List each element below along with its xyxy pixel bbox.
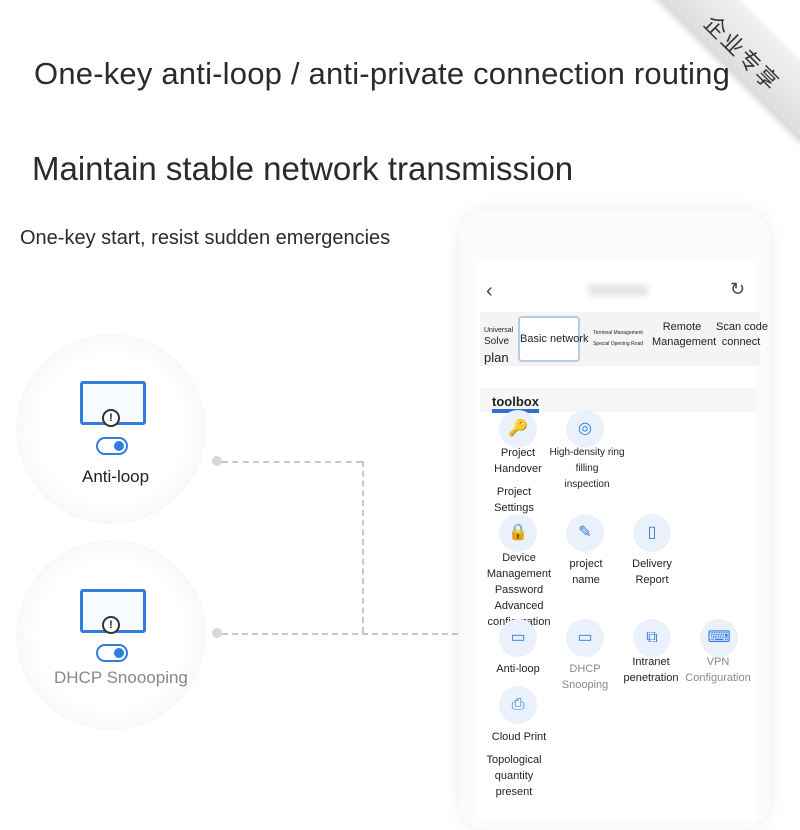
dhcp-monitor-icon[interactable]: ▭	[566, 619, 604, 657]
tool-label-line: Intranet	[632, 656, 670, 668]
headline-secondary: Maintain stable network transmission	[32, 150, 574, 187]
topology-label[interactable]: Topological quantity present	[468, 752, 560, 800]
tab-terminal-management[interactable]: Terminal Management Special Opening Road	[588, 330, 648, 348]
refresh-icon[interactable]: ↻	[730, 279, 746, 299]
project-settings-label: Project Settings	[494, 486, 534, 514]
edit-icon[interactable]: ✎	[566, 514, 604, 552]
connector-node	[212, 456, 222, 466]
tab-label: Solve	[484, 336, 510, 348]
radar-icon[interactable]: ◎	[566, 410, 604, 448]
dhcp-snooping-label: DHCP Snoooping	[54, 668, 188, 687]
vpn-label[interactable]: VPN Configuration	[684, 654, 752, 686]
toolbox-header: toolbox	[480, 388, 756, 413]
tab-remote-management[interactable]: Remote Management	[652, 320, 717, 350]
tab-label: Management	[652, 335, 717, 348]
tool-label-line: VPN	[706, 656, 730, 668]
dhcp-snooping-tool-label[interactable]: DHCP Snooping	[561, 663, 609, 691]
tool-label-line: Handover	[494, 463, 542, 475]
connector-line	[222, 633, 458, 635]
lock-icon[interactable]: 🔒	[499, 514, 537, 552]
document-icon[interactable]: ▯	[633, 514, 671, 552]
tab-label: Remote	[662, 321, 702, 333]
tab-label: Universal	[484, 327, 514, 334]
tool-label-line: Device Management	[486, 552, 552, 580]
connector-line	[362, 461, 364, 633]
alert-icon: !	[102, 409, 120, 427]
anti-loop-toggle[interactable]	[96, 437, 128, 455]
anti-loop-tool-label[interactable]: Anti-loop	[496, 663, 540, 675]
tab-sublabel: Special Opening Road	[592, 340, 644, 347]
anti-loop-label: Anti-loop	[82, 467, 150, 486]
tab-basic-network[interactable]: Basic network	[518, 316, 588, 362]
tool-label-line: Password	[494, 584, 544, 596]
anti-loop-icon[interactable]: ▭	[499, 619, 537, 657]
tool-label-line: inspection	[564, 479, 610, 490]
anti-loop-feature-circle	[16, 334, 206, 524]
tab-universal-solve-plan[interactable]: Universal Solve plan	[484, 326, 514, 366]
vpn-icon[interactable]: ⌨	[700, 619, 738, 657]
tool-label-line: Advanced	[494, 600, 544, 612]
alert-icon: !	[102, 616, 120, 634]
subheadline: One-key start, resist sudden emergencies	[20, 227, 391, 249]
tool-label-line: High-density ring filling	[549, 447, 625, 474]
project-handover-label[interactable]: Project Handover	[488, 445, 548, 477]
printer-icon[interactable]: ⎙	[499, 686, 537, 724]
network-nodes-icon[interactable]: ⧉	[633, 619, 671, 657]
connector-node	[212, 628, 222, 638]
ring-filling-label[interactable]: High-density ring filling inspection	[538, 445, 636, 493]
connector-line	[222, 461, 362, 463]
tool-label-line: Topological quantity	[486, 754, 542, 782]
tool-label-line: Project	[500, 447, 536, 459]
tab-label: connect	[721, 335, 761, 348]
tab-label: Scan code	[716, 321, 768, 333]
tab-label: Terminal Management	[593, 330, 643, 336]
tab-bar: Universal Solve plan Basic network Termi…	[480, 312, 768, 366]
tool-label-line: Configuration	[685, 672, 751, 684]
key-icon[interactable]: 🔑	[499, 410, 537, 448]
blurred-title	[588, 284, 648, 296]
project-name-label[interactable]: project name	[569, 558, 603, 586]
tab-scan-code-connect[interactable]: Scan code connect	[716, 320, 768, 350]
tool-label-line: penetration	[623, 672, 679, 684]
tool-label-line: present	[495, 786, 533, 798]
headline: One-key anti-loop / anti-private connect…	[34, 56, 731, 91]
cloud-print-label[interactable]: Cloud Print	[491, 731, 547, 743]
delivery-report-label[interactable]: Delivery Report	[632, 558, 672, 586]
dhcp-feature-circle	[16, 540, 206, 730]
intranet-label[interactable]: Intranet penetration	[618, 654, 684, 686]
back-chevron-icon[interactable]: ‹	[486, 280, 493, 302]
tab-label: plan	[484, 349, 509, 365]
dhcp-toggle[interactable]	[96, 644, 128, 662]
device-password-label[interactable]: Device Management Password Advanced conf…	[474, 550, 564, 630]
